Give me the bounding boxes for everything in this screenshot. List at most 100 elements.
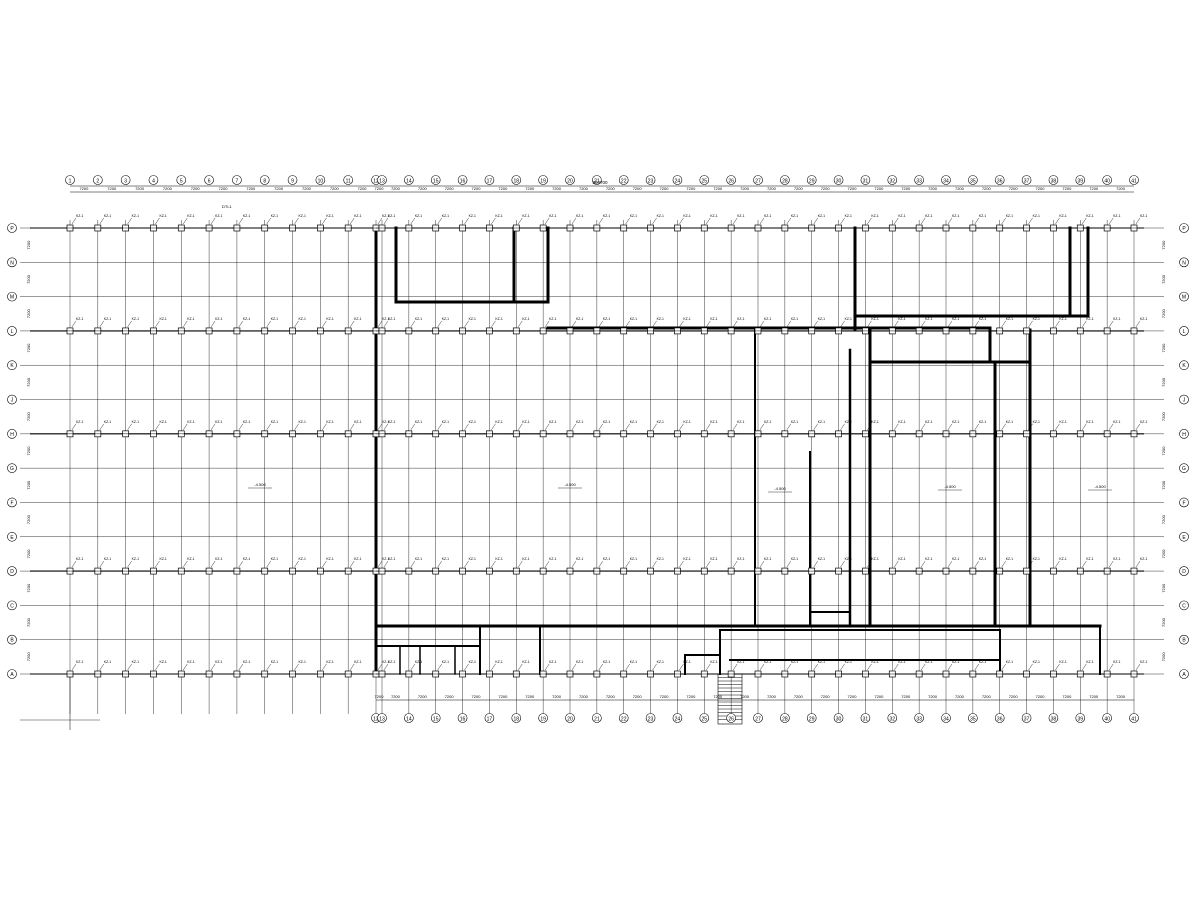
axis-label-top: 36	[997, 179, 1003, 185]
axis-bubble-right	[1179, 566, 1189, 576]
column-leader	[322, 423, 327, 430]
column-tag: KZ-1	[159, 660, 166, 664]
column-leader	[652, 663, 657, 671]
bay-dimension-top: 7200	[982, 186, 992, 191]
column-tag: KZ-1	[683, 660, 690, 664]
axis-bubble-left	[7, 429, 17, 439]
column-leader	[518, 663, 523, 671]
column-tag: KZ-1	[1033, 660, 1040, 664]
axis-bubble-top	[232, 175, 242, 185]
column-tag: KZ-1	[442, 420, 449, 424]
column-tag: KZ-1	[354, 557, 361, 561]
column-leader	[294, 560, 299, 568]
column-leader	[155, 320, 160, 328]
column-leader	[127, 663, 132, 671]
column-leader	[1135, 560, 1141, 568]
grid-lines	[20, 185, 1164, 730]
column-tag: KZ-1	[1033, 214, 1040, 218]
axis-label-left: M	[10, 295, 14, 301]
column-tag: KZ-1	[495, 317, 502, 321]
column-tag: KZ-1	[1059, 660, 1066, 664]
column-leader	[1055, 320, 1060, 328]
axis-label-left: G	[10, 466, 14, 472]
column-leader	[974, 217, 980, 225]
column-leader	[625, 320, 630, 328]
axis-bubble-left	[7, 531, 17, 542]
axis-label-top: 15	[433, 179, 439, 185]
axis-label-right: E	[1182, 535, 1186, 541]
axis-label-top: 24	[675, 179, 681, 185]
bay-dimension-top: 7200	[391, 186, 401, 191]
column-leader	[732, 320, 738, 328]
bay-dimension-top: 7200	[740, 186, 750, 191]
axis-bubble-right	[1179, 429, 1189, 439]
axis-bubble-top	[941, 175, 951, 185]
column-leader	[71, 560, 77, 568]
axis-bubble-top	[780, 175, 790, 185]
axis-bubble-top	[148, 175, 159, 185]
axis-bubble-top	[377, 175, 387, 185]
bay-dimension-top: 7200	[821, 186, 831, 191]
axis-bubble-bottom	[914, 713, 924, 723]
bay-dimension-top: 7200	[1009, 186, 1019, 191]
column-leader	[238, 423, 244, 430]
column-leader	[706, 320, 711, 328]
axis-label-top: 35	[970, 179, 976, 185]
column-leader	[464, 320, 469, 328]
column-leader	[894, 320, 899, 328]
column-tag: KZ-1	[326, 660, 333, 664]
structural-walls	[374, 226, 1102, 725]
bay-dimension-bottom: 7200	[1036, 694, 1046, 699]
bay-dimension-bottom: 7200	[767, 694, 777, 699]
column-tag: KZ-1	[522, 420, 529, 424]
column-tag: KZ-1	[1140, 660, 1147, 664]
axis-bubble-bottom	[430, 713, 441, 723]
column-tag: KZ-1	[952, 420, 959, 424]
column-tag: KZ-1	[979, 420, 986, 424]
column-tag: KZ-1	[187, 420, 194, 424]
column-tag: KZ-1	[215, 317, 222, 321]
axis-label-top: 8	[263, 179, 266, 185]
axis-label-top: 29	[809, 179, 815, 185]
column-leader	[294, 663, 299, 671]
column-leader	[183, 423, 188, 430]
axis-label-left: K	[10, 363, 14, 369]
column-tag: KZ-1	[549, 317, 556, 321]
column-leader	[1001, 663, 1006, 671]
column-leader	[759, 320, 765, 328]
column-leader	[238, 320, 244, 328]
column-tag: KZ-1	[845, 660, 852, 664]
column-leader	[947, 423, 953, 430]
bay-dimension-bottom: 7200	[375, 694, 385, 699]
row-dimension-right: 7200	[1161, 652, 1166, 662]
column-leader	[350, 217, 355, 225]
column-tag: KZ-1	[576, 660, 583, 664]
column-leader	[183, 320, 188, 328]
axis-label-left: D	[10, 569, 14, 575]
bay-dimension-bottom: 7200	[821, 694, 831, 699]
axis-bubble-right	[1179, 223, 1189, 233]
axis-label-bottom: 31	[863, 717, 869, 723]
column-tag: KZ-1	[549, 660, 556, 664]
column-leader	[840, 560, 845, 568]
column-leader	[155, 423, 160, 430]
column-tag: KZ-1	[737, 420, 744, 424]
axis-label-top: 4	[152, 179, 155, 185]
column-tag: KZ-1	[1140, 557, 1147, 561]
column-leader	[974, 560, 980, 568]
column-tag: KZ-1	[576, 420, 583, 424]
column-leader	[1082, 560, 1087, 568]
bay-dimension-bottom: 7200	[713, 694, 723, 699]
column-tag: KZ-1	[710, 420, 717, 424]
axis-bubble-right	[1179, 600, 1189, 611]
column-leader	[625, 423, 630, 430]
column-leader	[571, 663, 577, 671]
column-tag: KZ-1	[603, 557, 610, 561]
axis-label-bottom: 16	[460, 717, 466, 723]
bay-dimension-top: 7200	[163, 186, 173, 191]
axis-bubble-top	[968, 175, 978, 185]
bay-dimension-bottom: 7200	[928, 694, 938, 699]
bay-dimension-top: 7200	[246, 186, 256, 191]
column-leader	[266, 217, 271, 225]
